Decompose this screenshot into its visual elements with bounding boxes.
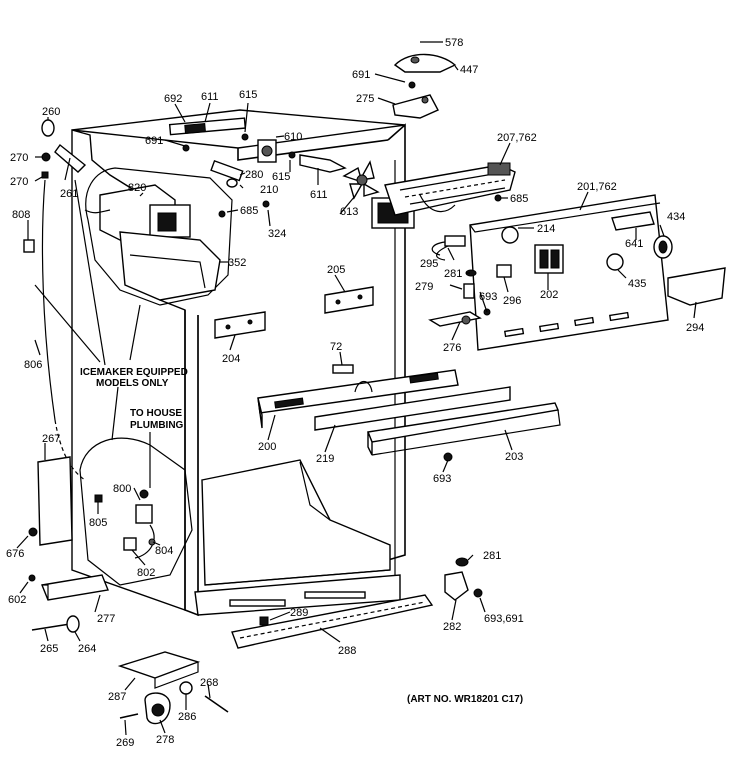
cabinet: [71, 109, 406, 617]
label-611: 611: [310, 189, 328, 201]
label-805: 805: [89, 517, 107, 529]
label-802: 802: [137, 567, 155, 579]
label-210: 210: [260, 184, 278, 196]
label-692: 692: [164, 93, 182, 105]
left-side-parts: [23, 119, 109, 633]
label-287: 287: [108, 691, 126, 703]
label-276: 276: [443, 342, 461, 354]
plumbing-note-line2: PLUMBING: [130, 420, 184, 431]
plumbing-parts: [94, 489, 156, 559]
label-602: 602: [8, 594, 26, 606]
label-808: 808: [12, 209, 30, 221]
label-641: 641: [625, 238, 643, 250]
label-268: 268: [200, 677, 218, 689]
part-labels: 578 447 691 275 692 611 615 691 610 615 …: [6, 37, 704, 749]
label-804: 804: [155, 545, 173, 557]
label-447: 447: [460, 64, 478, 76]
label-289: 289: [290, 607, 308, 619]
label-278: 278: [156, 734, 174, 746]
label-286: 286: [178, 711, 196, 723]
plumbing-note-line1: TO HOUSE: [130, 408, 182, 419]
label-261: 261: [60, 188, 78, 200]
label-280: 280: [245, 169, 263, 181]
label-324: 324: [268, 228, 286, 240]
label-275: 275: [356, 93, 374, 105]
fan-assembly: [342, 160, 516, 229]
icemaker-note-line2: MODELS ONLY: [96, 378, 169, 389]
label-806: 806: [24, 359, 42, 371]
label-693: 693: [433, 473, 451, 485]
label-615: 615: [272, 171, 290, 183]
control-panel: [428, 194, 673, 351]
label-295: 295: [420, 258, 438, 270]
label-800: 800: [113, 483, 131, 495]
label-270: 270: [10, 176, 28, 188]
label-435: 435: [628, 278, 646, 290]
label-267: 267: [42, 433, 60, 445]
label-691: 691: [145, 135, 163, 147]
leader-lines: [16, 41, 697, 736]
label-277: 277: [97, 613, 115, 625]
label-685: 685: [240, 205, 258, 217]
notes: ICEMAKER EQUIPPED MODELS ONLY TO HOUSE P…: [80, 367, 523, 705]
rails: [214, 286, 561, 456]
label-200: 200: [258, 441, 276, 453]
label-820: 820: [128, 182, 146, 194]
label-219: 219: [316, 453, 334, 465]
label-270: 270: [10, 152, 28, 164]
icemaker-outline: [85, 167, 233, 306]
label-260: 260: [42, 106, 60, 118]
label-693: 693: [479, 291, 497, 303]
label-352: 352: [228, 257, 246, 269]
label-613: 613: [340, 206, 358, 218]
label-279: 279: [415, 281, 433, 293]
label-296: 296: [503, 295, 521, 307]
label-207-762: 207,762: [497, 132, 537, 144]
icemaker-assembly: [84, 184, 221, 301]
label-610: 610: [284, 131, 302, 143]
label-691: 691: [352, 69, 370, 81]
label-676: 676: [6, 548, 24, 560]
label-615: 615: [239, 89, 257, 101]
bottom-parts: [117, 81, 502, 725]
label-269: 269: [116, 737, 134, 749]
label-693-691: 693,691: [484, 613, 524, 625]
label-201-762: 201,762: [577, 181, 617, 193]
label-204: 204: [222, 353, 240, 365]
label-202: 202: [540, 289, 558, 301]
label-611: 611: [201, 91, 219, 103]
label-685: 685: [510, 193, 528, 205]
label-265: 265: [40, 643, 58, 655]
label-214: 214: [537, 223, 555, 235]
label-203: 203: [505, 451, 523, 463]
icemaker-note-line1: ICEMAKER EQUIPPED: [80, 367, 188, 378]
label-281: 281: [444, 268, 462, 280]
plumbing-outline: [79, 437, 193, 586]
light-shield: [667, 267, 726, 306]
label-578: 578: [445, 37, 463, 49]
label-205: 205: [327, 264, 345, 276]
label-72: 72: [330, 341, 342, 353]
art-number: (ART NO. WR18201 C17): [407, 694, 523, 705]
label-294: 294: [686, 322, 704, 334]
label-281: 281: [483, 550, 501, 562]
label-288: 288: [338, 645, 356, 657]
label-282: 282: [443, 621, 461, 633]
label-434: 434: [667, 211, 685, 223]
top-parts: [168, 53, 457, 188]
label-264: 264: [78, 643, 96, 655]
